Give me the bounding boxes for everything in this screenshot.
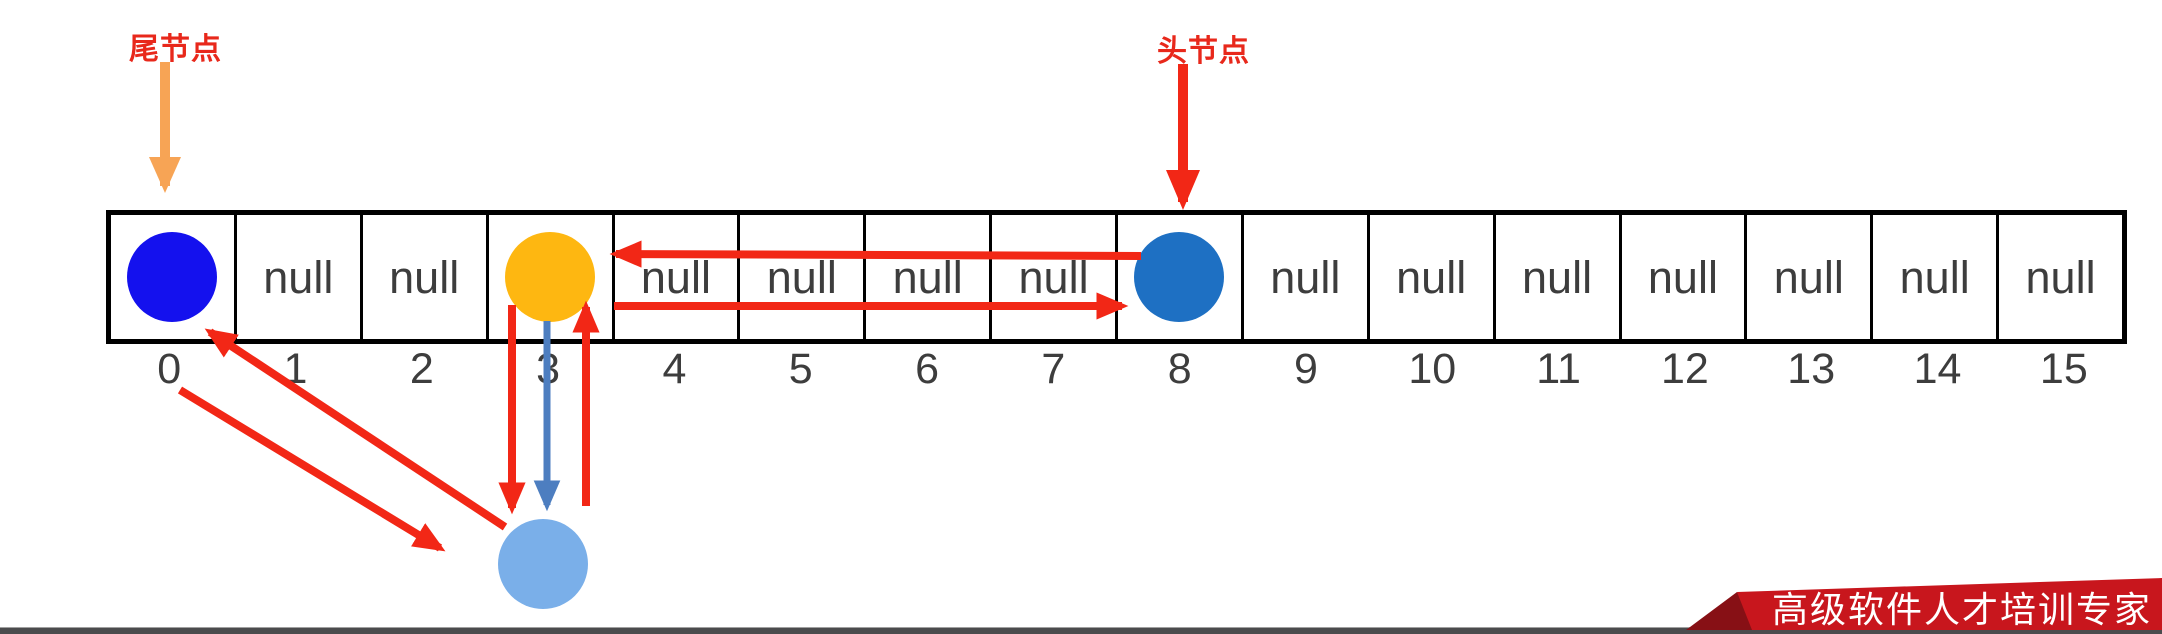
bucket-array: null null null null null null null null null null… [106,210,2127,344]
array-cell-7: null [992,215,1118,339]
array-cell-9: null [1244,215,1370,339]
cell-index-label: 2 [409,345,434,393]
head-node-label: 头节点 [1157,35,1250,68]
array-cell-5: null [740,215,867,339]
cell-index-label: 13 [1787,345,1836,393]
array-cell-8 [1118,215,1244,339]
cell-index-label: 3 [536,345,561,393]
floating-node-circle [498,519,588,609]
array-cell-10: null [1370,215,1496,339]
cell-index-label: 1 [283,345,308,393]
cell-index-label: 10 [1408,345,1457,393]
cell-null-text: null [1522,251,1593,303]
cell-index-label: 8 [1167,345,1192,393]
cell-index-label: 14 [1913,345,1962,393]
cell-null-text: null [263,251,334,303]
bottom-edge-bar [0,627,2162,634]
tail-node-label: 尾节点 [129,33,222,66]
cell-null-text: null [1899,251,1970,303]
array-cell-15: null [1999,215,2122,339]
array-cell-14: null [1873,215,2000,339]
cell-index-label: 11 [1536,345,1581,393]
array-cell-3 [489,215,615,339]
cell-null-text: null [1647,251,1718,303]
cell-index-label: 7 [1041,345,1066,393]
array-cell-12: null [1622,215,1748,339]
footer-banner-text: 高级软件人才培训专家 [1771,590,2152,630]
array-cell-13: null [1747,215,1874,339]
arrow-node0-to-floating-node [177,386,446,552]
cell-null-text: null [1773,251,1844,303]
cell-null-text: null [640,251,711,303]
cell-index-label: 0 [157,345,182,393]
array-cell-1: null [237,215,363,339]
head-node-circle [1134,232,1225,322]
array-cell-11: null [1496,215,1622,339]
cell-index-label: 15 [2039,345,2088,393]
bucket3-node-circle [505,232,596,322]
cell-index-label: 6 [915,345,939,393]
array-cell-0 [111,215,237,339]
cell-null-text: null [389,251,460,303]
cell-index-label: 9 [1294,345,1318,393]
cell-null-text: null [1018,251,1089,303]
cell-null-text: null [892,251,963,303]
cell-null-text: null [1396,251,1467,303]
cell-index-label: 12 [1660,345,1709,393]
cell-index-label: 5 [788,345,813,393]
footer-ribbon-fold [1686,592,1759,630]
array-cell-2: null [363,215,489,339]
cell-null-text: null [766,251,837,303]
array-cell-6: null [866,215,993,339]
cell-index-label: 4 [662,345,687,393]
tail-node-circle [127,232,218,322]
cell-null-text: null [2025,251,2096,303]
cell-null-text: null [1270,251,1341,303]
array-cell-4: null [615,215,741,339]
